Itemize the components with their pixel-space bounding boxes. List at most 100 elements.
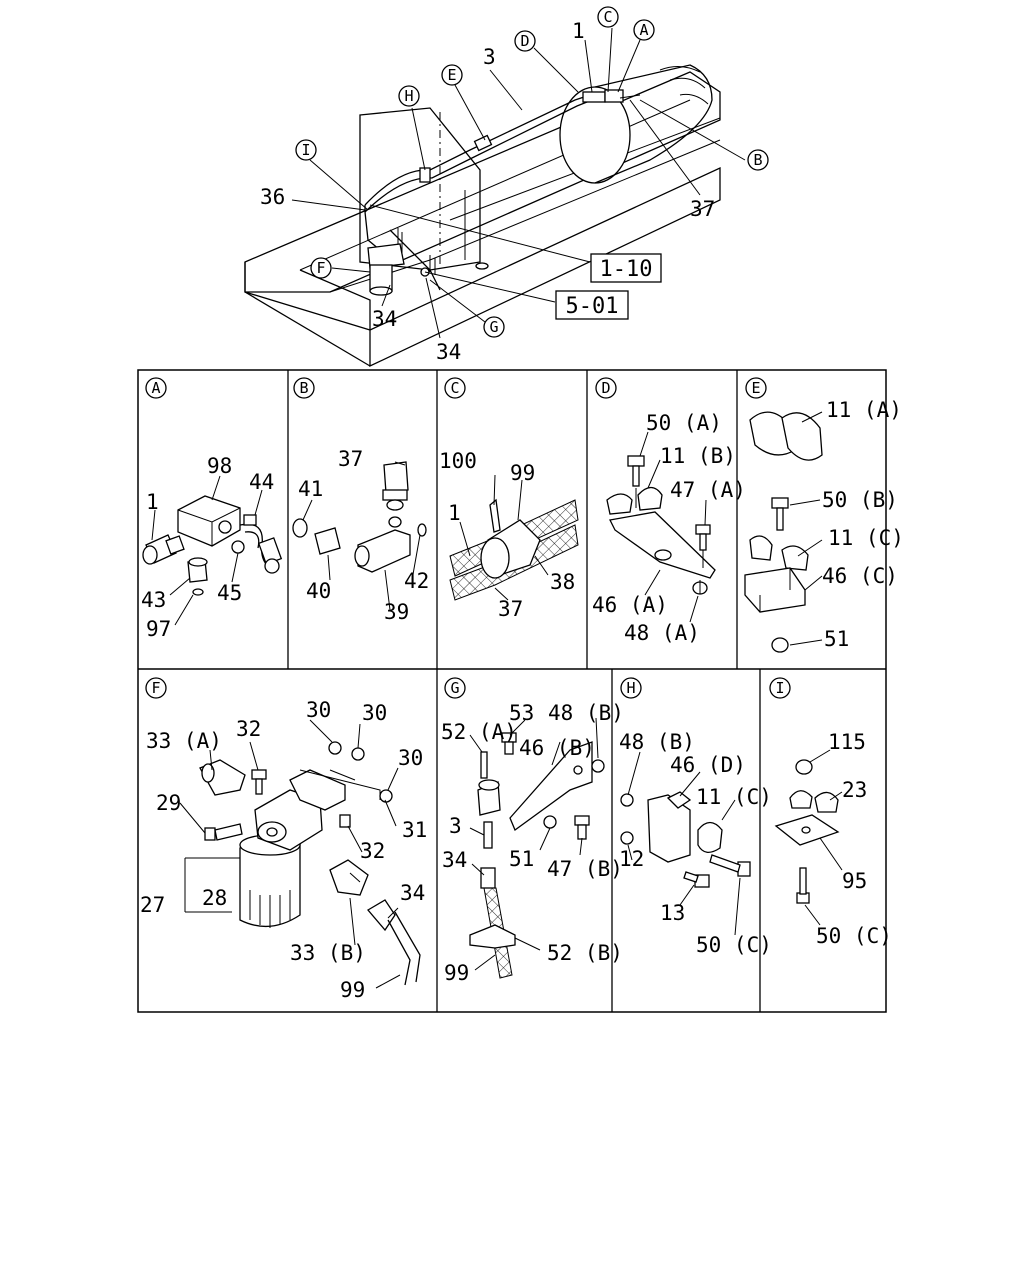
callout-letter-E: E — [441, 64, 463, 86]
callout-letter-D: D — [514, 30, 536, 52]
overview-label: D — [520, 32, 529, 50]
panel-G-label: 99 — [444, 961, 469, 985]
panel-B: B 37 41 40 42 39 — [292, 377, 429, 624]
panel-C-label: C — [450, 379, 459, 397]
panel-F: F 30 30 30 32 33 (A) 29 31 32 27 28 34 3… — [140, 677, 427, 1002]
panel-F-label: 99 — [340, 978, 365, 1002]
panel-F-label: 30 — [306, 698, 331, 722]
overview-label: 34 — [436, 340, 461, 364]
panel-F-label: 31 — [402, 818, 427, 842]
panel-I-label: I — [775, 679, 784, 697]
callout-letter-A: A — [633, 19, 655, 41]
overview-label: I — [301, 141, 310, 159]
panel-G-label: 48 (B) — [548, 701, 624, 725]
overview-label: A — [639, 21, 648, 39]
overview-letter-markers: C A D E H I B F G — [295, 6, 769, 338]
panel-H-label: 50 (C) — [696, 933, 772, 957]
panel-D-label: D — [601, 379, 610, 397]
overview-label: H — [404, 87, 413, 105]
panel-I-label: 115 — [828, 730, 866, 754]
overview-label: 34 — [372, 307, 397, 331]
panel-I: I 115 23 95 50 (C) — [769, 677, 892, 948]
panel-G-label: 53 — [509, 701, 534, 725]
panel-D-label: 46 (A) — [592, 593, 668, 617]
panel-B-label: 37 — [338, 447, 363, 471]
callout-letter-G: G — [483, 316, 505, 338]
panel-F-label: 29 — [156, 791, 181, 815]
panel-F-label: 34 — [400, 881, 425, 905]
panel-H-label: 11 (C) — [696, 785, 772, 809]
panel-E-label: E — [751, 379, 760, 397]
overview-drawing — [244, 27, 746, 368]
overview-label: G — [489, 318, 498, 336]
panel-G: G 52 (A) 53 48 (B) 46 (B) 3 51 47 (B) 34… — [441, 677, 624, 985]
panel-C-label: 37 — [498, 597, 523, 621]
panel-G-label: 52 (A) — [441, 720, 517, 744]
panel-D: D 50 (A) 11 (B) 47 (A) 46 (A) 48 (A) — [592, 377, 746, 645]
overview-callouts: 1 3 36 37 34 34 — [260, 19, 715, 364]
panel-E-label: 51 — [824, 627, 849, 651]
overview-label: F — [316, 259, 325, 277]
panel-B-label: 42 — [404, 569, 429, 593]
panel-D-label: 47 (A) — [670, 478, 746, 502]
panel-A-label: 43 — [141, 588, 166, 612]
detail-grid — [137, 369, 887, 1013]
panel-H-label: 46 (D) — [670, 753, 746, 777]
panel-E-label: 11 (A) — [826, 398, 902, 422]
panel-A-label: 44 — [249, 470, 274, 494]
panel-F-label: 27 — [140, 893, 165, 917]
panel-F-label: 33 (B) — [290, 941, 366, 965]
panel-F-label: 32 — [360, 839, 385, 863]
panel-G-label: 3 — [449, 814, 462, 838]
panel-E-label: 11 (C) — [828, 526, 904, 550]
reference-box-5-01: 5-01 — [555, 290, 629, 320]
panel-G-label: 46 (B) — [519, 736, 595, 760]
reference-box-1-10: 1-10 — [590, 253, 662, 283]
panel-F-label: 33 (A) — [146, 729, 222, 753]
overview-label: 3 — [483, 45, 496, 69]
panel-A-label: 45 — [217, 581, 242, 605]
panel-C-label: 100 — [439, 449, 477, 473]
panel-A-label: 98 — [207, 454, 232, 478]
panel-H: H 48 (B) 46 (D) 11 (C) 12 13 50 (C) — [619, 677, 772, 957]
panel-E: E 11 (A) 50 (B) 11 (C) 46 (C) 51 — [744, 377, 904, 653]
panel-C-label: 99 — [510, 461, 535, 485]
panel-A-label: 97 — [146, 617, 171, 641]
overview-label: 1 — [572, 19, 585, 43]
panel-E-label: 50 (B) — [822, 488, 898, 512]
panel-F-label: 32 — [236, 717, 261, 741]
panel-A-label: 1 — [146, 490, 159, 514]
callout-letter-H: H — [398, 85, 420, 107]
panel-C: C 100 99 1 38 37 — [439, 377, 579, 621]
panel-I-label: 23 — [842, 778, 867, 802]
panel-H-label: H — [626, 679, 635, 697]
panel-B-label: 39 — [384, 600, 409, 624]
panel-I-label: 95 — [842, 869, 867, 893]
callout-letter-I: I — [295, 139, 317, 161]
panel-H-label: 48 (B) — [619, 730, 695, 754]
panel-G-label: 51 — [509, 847, 534, 871]
overview-label: B — [753, 151, 762, 169]
panel-H-label: 13 — [660, 901, 685, 925]
callout-letter-F: F — [310, 257, 332, 279]
panel-E-label: 46 (C) — [822, 564, 898, 588]
overview-label: E — [447, 66, 456, 84]
panel-F-label: 30 — [398, 746, 423, 770]
panel-F-label: 30 — [362, 701, 387, 725]
panel-C-label: 38 — [550, 570, 575, 594]
panel-D-label: 11 (B) — [660, 444, 736, 468]
overview-label: 36 — [260, 185, 285, 209]
callout-letter-C: C — [597, 6, 619, 28]
overview-label: 1-10 — [600, 257, 653, 282]
panel-G-label: 47 (B) — [547, 857, 623, 881]
panel-D-label: 48 (A) — [624, 621, 700, 645]
panel-G-label: 52 (B) — [547, 941, 623, 965]
panel-G-label: 34 — [442, 848, 467, 872]
overview-label: C — [603, 8, 612, 26]
panel-F-label: 28 — [202, 886, 227, 910]
panel-I-label: 50 (C) — [816, 924, 892, 948]
overview-label: 37 — [690, 197, 715, 221]
panel-B-label: B — [299, 379, 308, 397]
panel-A: A 98 44 1 43 45 97 — [141, 377, 283, 641]
